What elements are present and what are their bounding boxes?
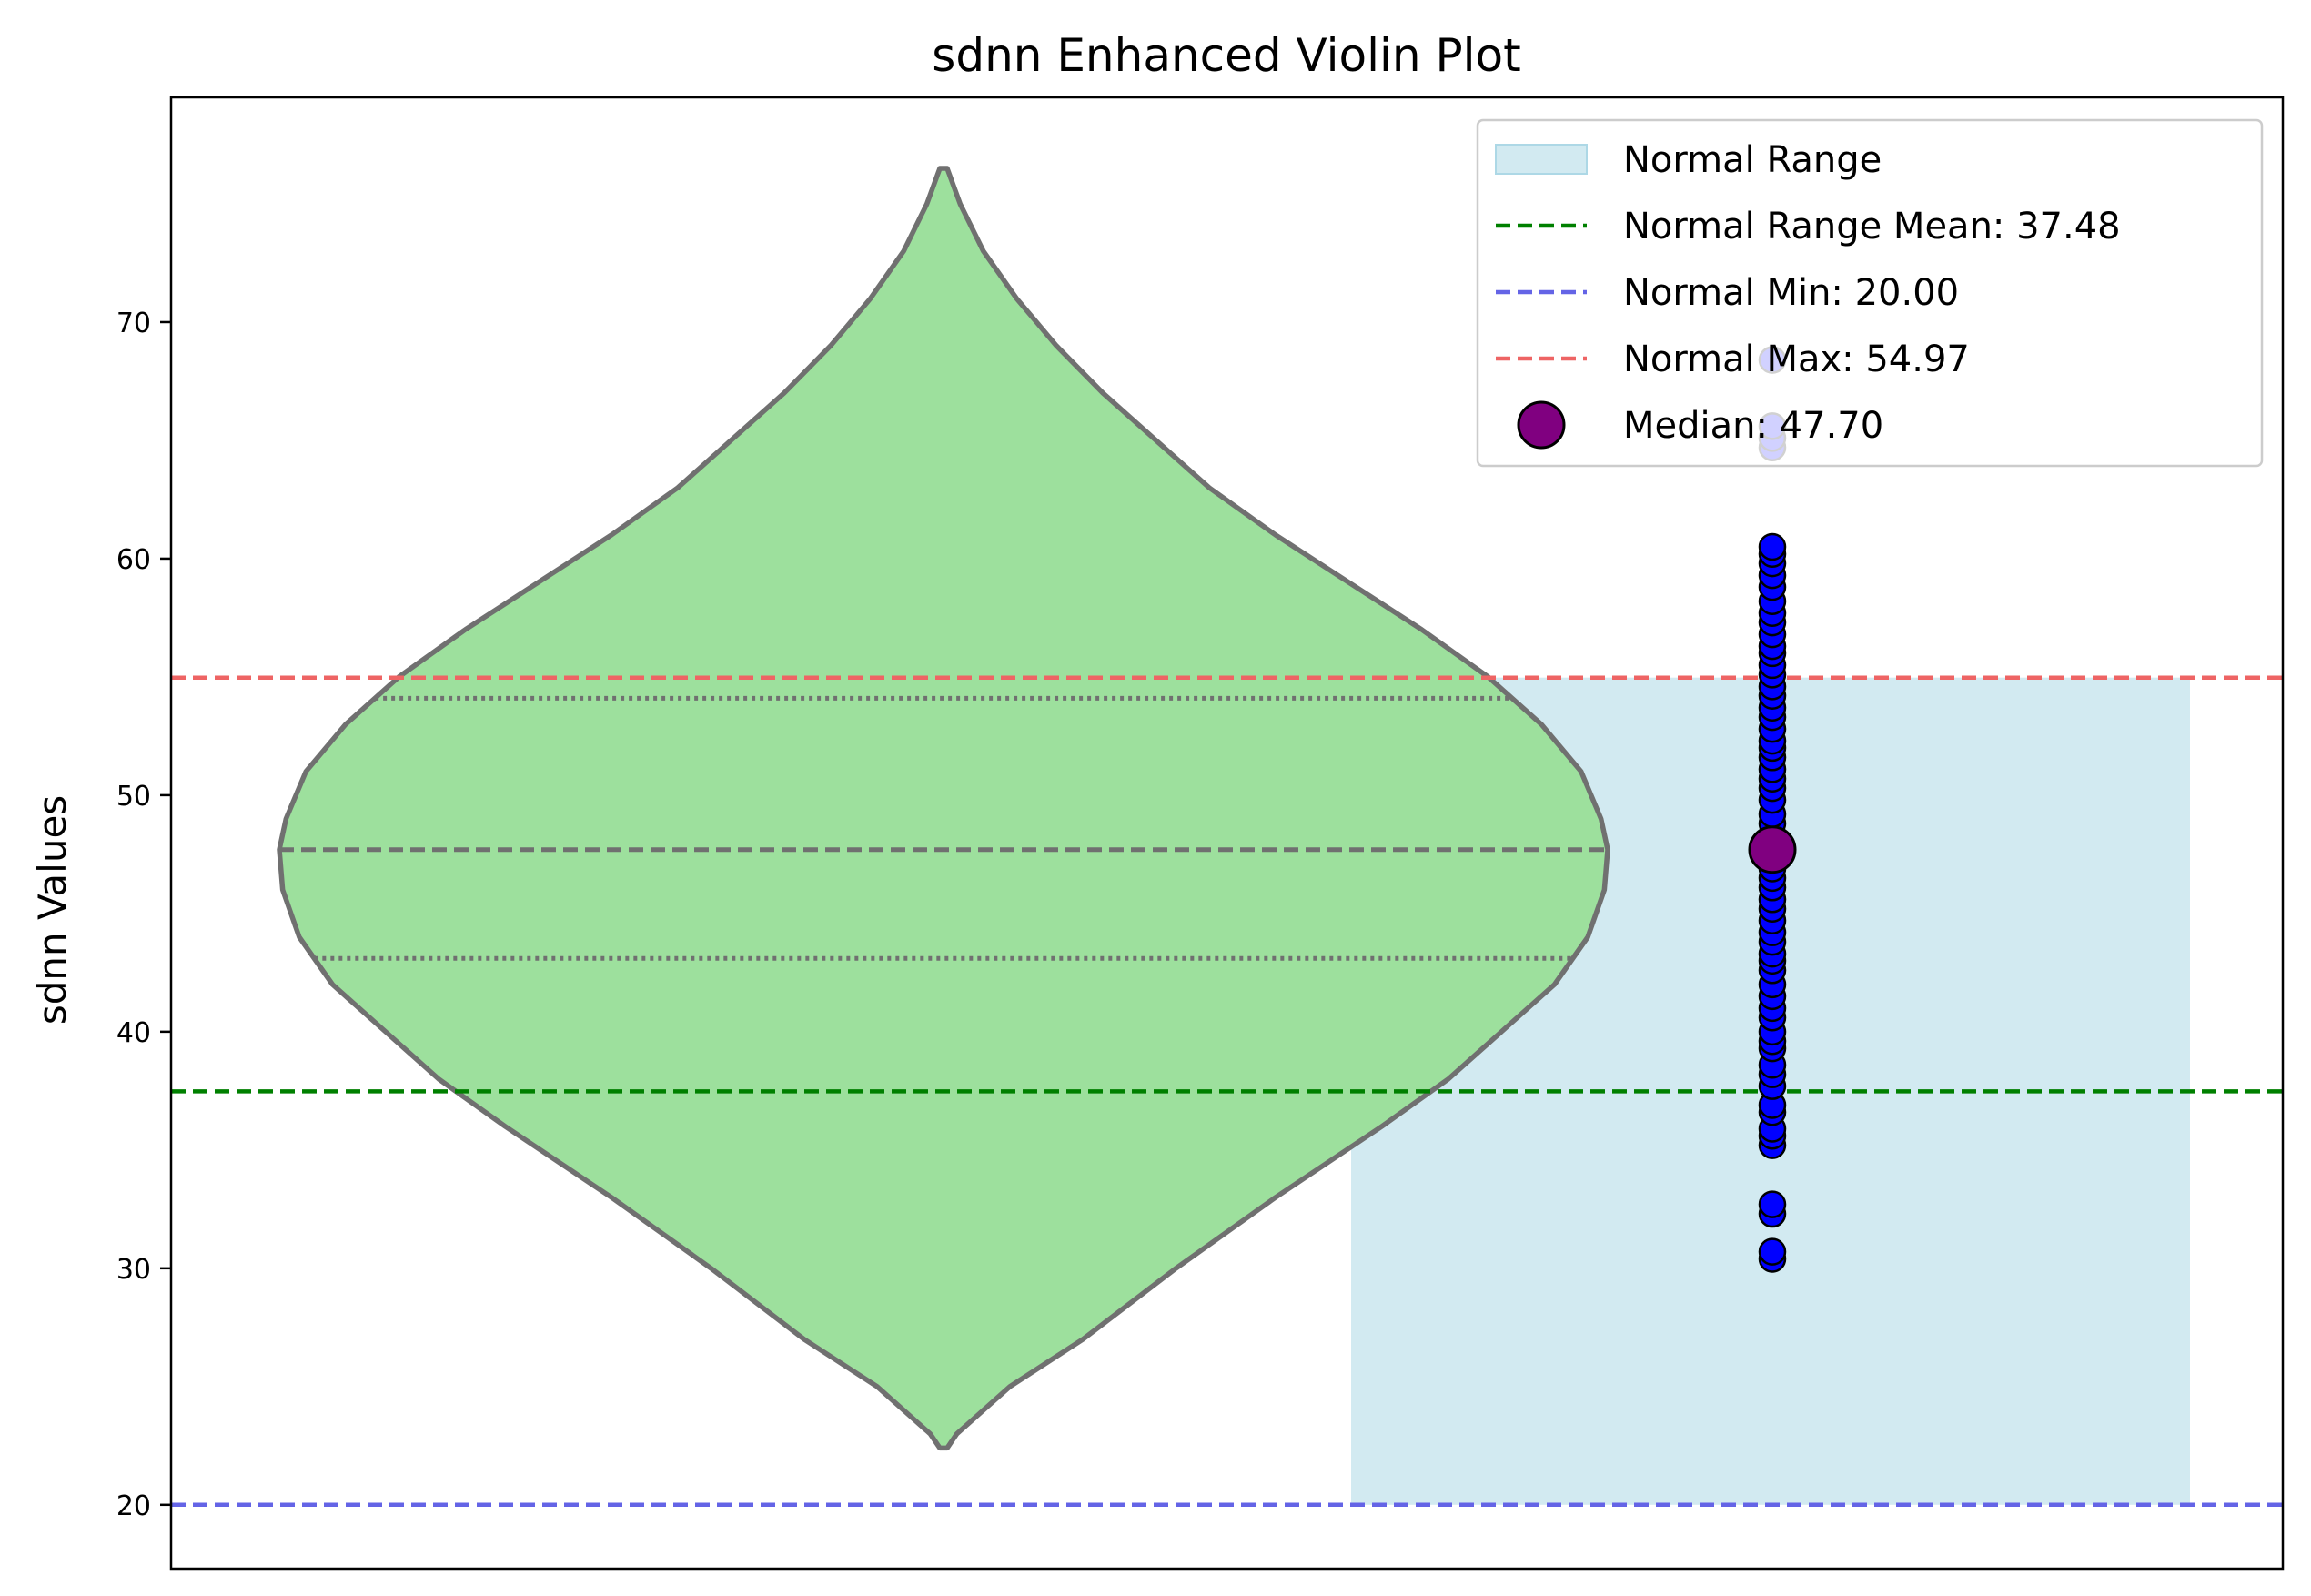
legend-label-0: Normal Range xyxy=(1623,139,1882,181)
legend-box xyxy=(1476,118,2264,468)
data-point-3 xyxy=(1758,1190,1787,1218)
legend-swatch-4 xyxy=(1517,400,1566,450)
y-tick-label-0: 20 xyxy=(116,1490,151,1522)
data-point-1 xyxy=(1758,1237,1787,1266)
y-axis-label: sdnn Values xyxy=(30,795,75,1025)
y-tick-label-1: 30 xyxy=(116,1254,151,1286)
y-tick-label-4: 60 xyxy=(116,544,151,576)
y-tick-label-5: 70 xyxy=(116,308,151,339)
data-points xyxy=(1758,346,1787,1273)
y-tick-label-3: 50 xyxy=(116,781,151,813)
reference-lines xyxy=(171,675,2283,1508)
violin-layer xyxy=(277,166,1610,1451)
chart-title: sdnn Enhanced Violin Plot xyxy=(932,29,1520,82)
legend-label-1: Normal Range Mean: 37.48 xyxy=(1623,206,2121,247)
y-tick-label-2: 40 xyxy=(116,1017,151,1049)
legend-swatch-0 xyxy=(1495,144,1588,175)
legend-label-2: Normal Min: 20.00 xyxy=(1623,272,1959,314)
data-point-59 xyxy=(1758,532,1787,561)
plot-area xyxy=(171,166,2283,1508)
legend-label-3: Normal Max: 54.97 xyxy=(1623,338,1970,380)
legend-label-4: Median: 47.70 xyxy=(1623,405,1883,447)
axes-frame xyxy=(169,96,2285,1571)
violin-body xyxy=(277,166,1610,1451)
y-axis-ticks: 20 30 40 50 60 70 xyxy=(116,308,171,1522)
median-marker xyxy=(1748,825,1797,874)
